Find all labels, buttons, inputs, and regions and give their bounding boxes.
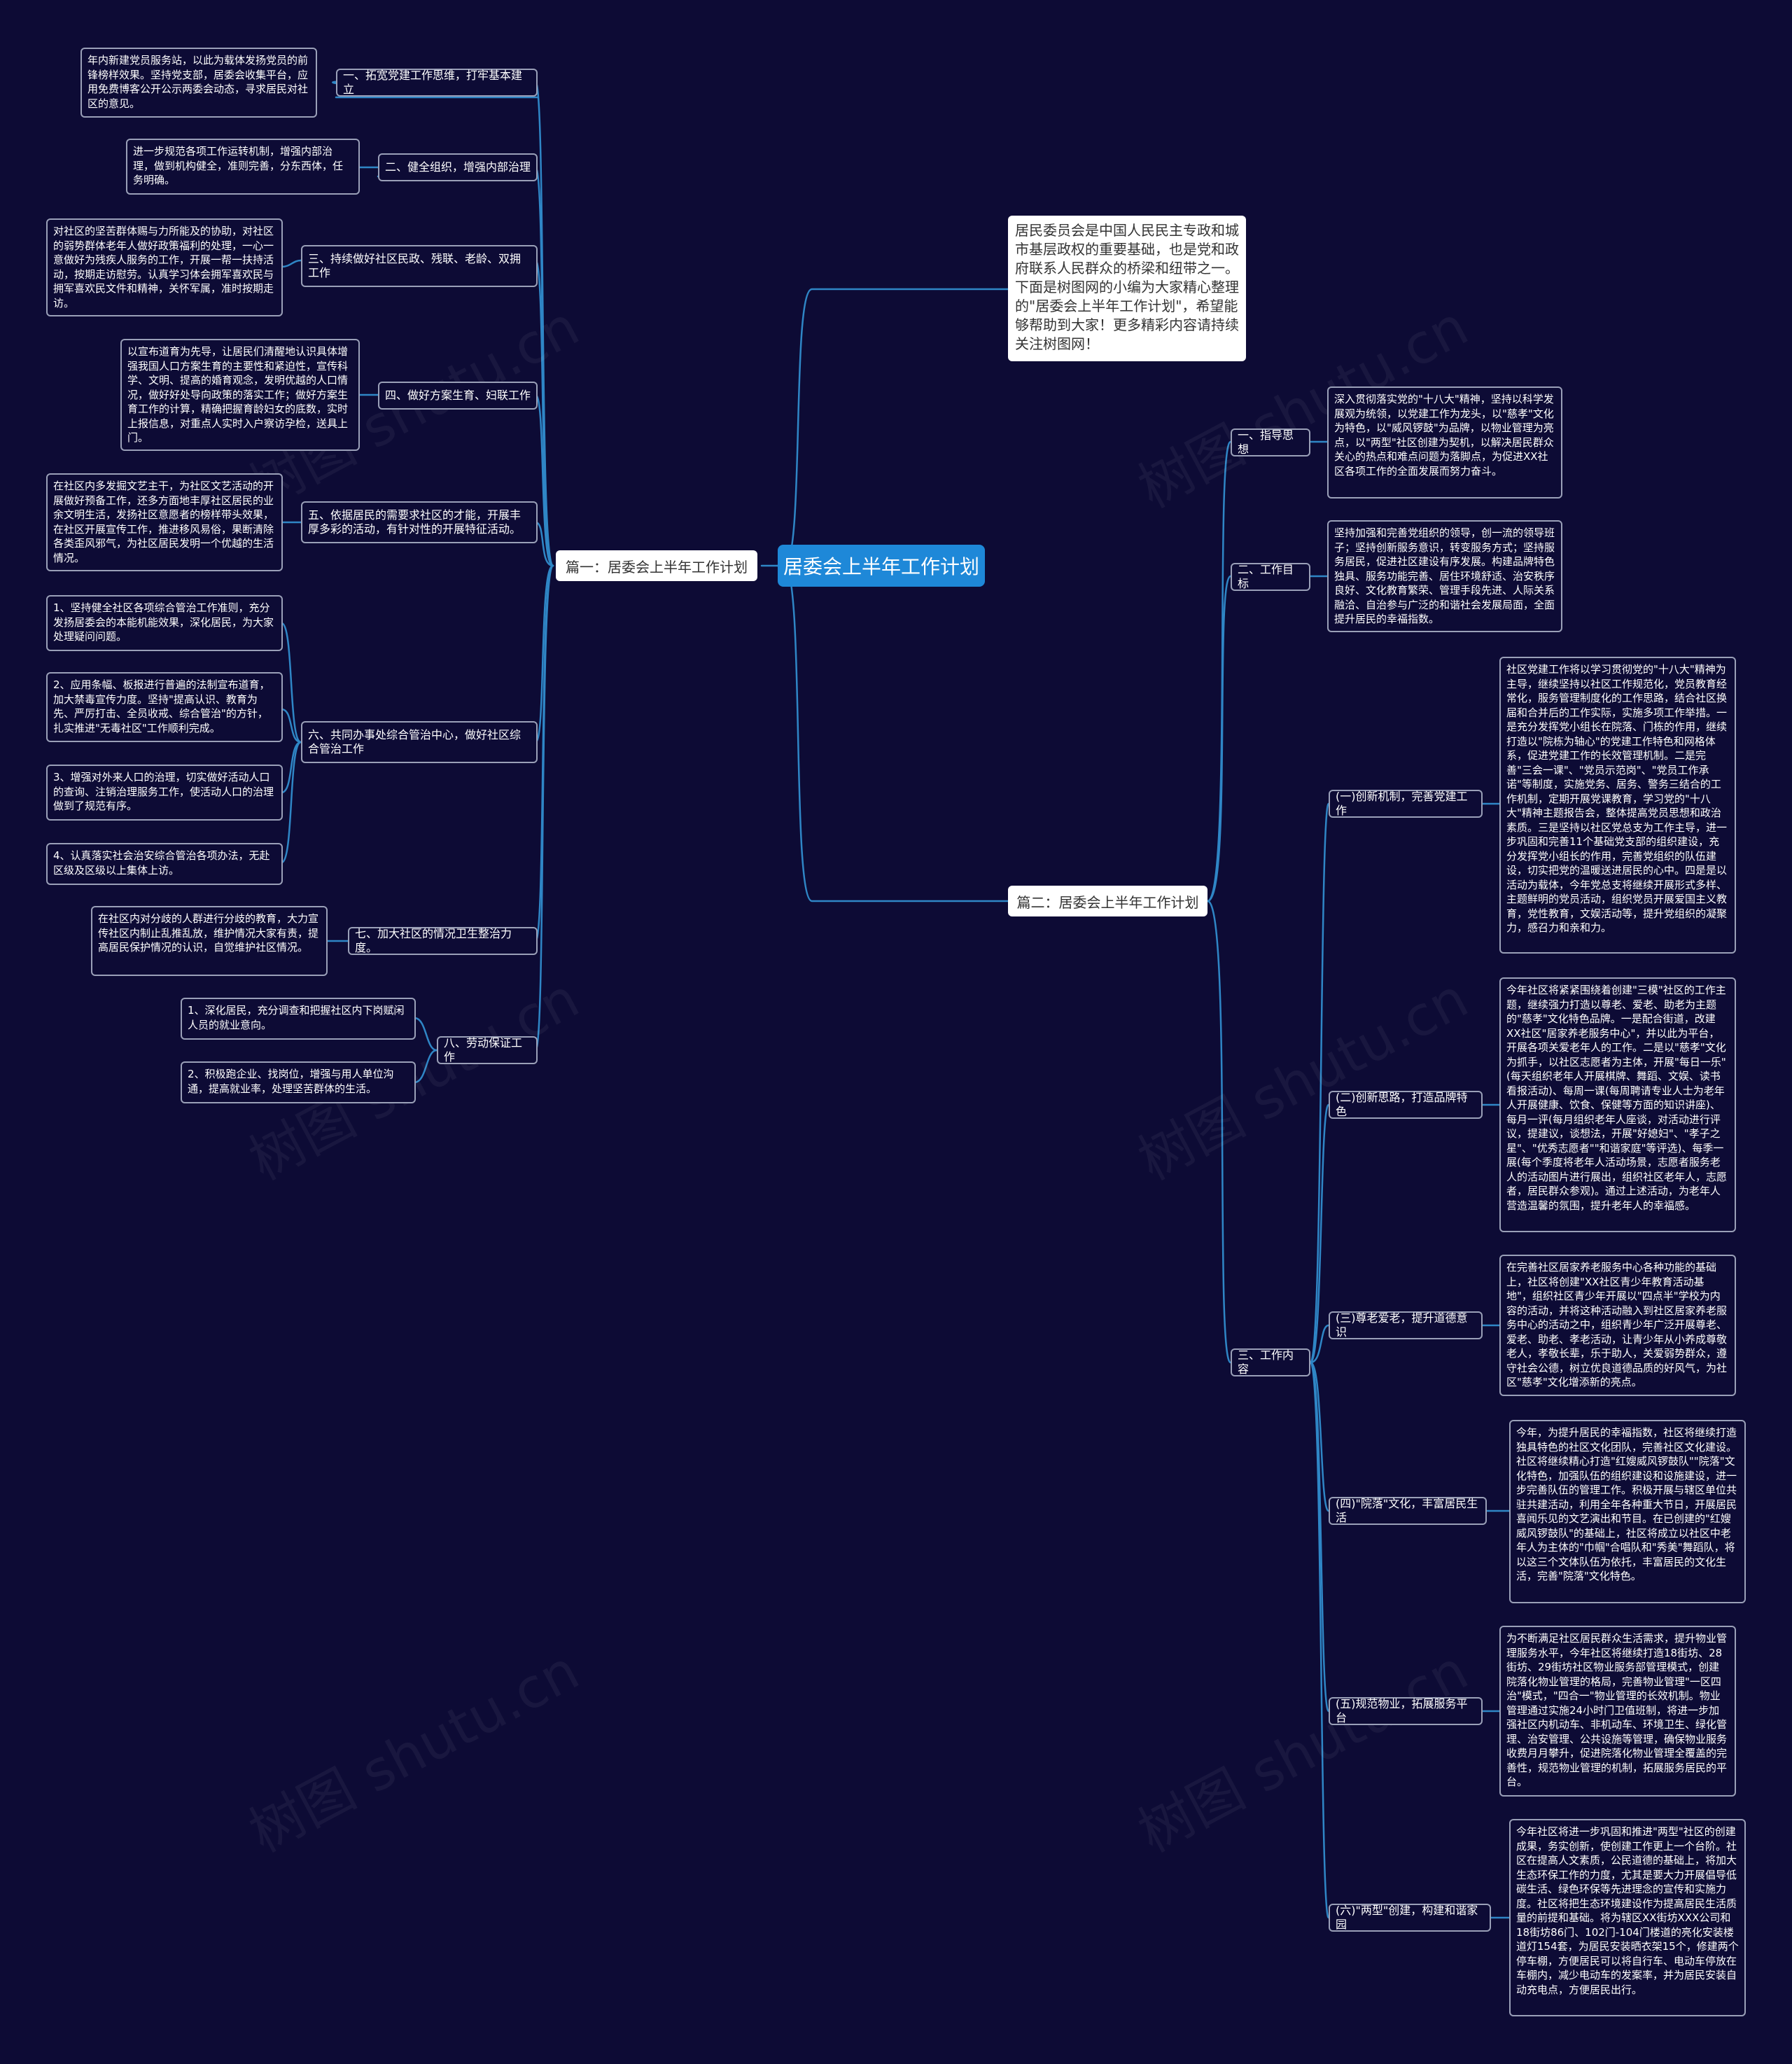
part1-topic-5[interactable]: 五、依据居民的需要求社区的才能，开展丰厚多彩的活动，有针对性的开展特征活动。 [301, 501, 538, 543]
part1-topic-4-detail: 以宣布道育为先导，让居民们清醒地认识具体增强我国人口方案生育的主要性和紧迫性，宣… [120, 339, 360, 451]
part1-topic-6-detail-3: 3、增强对外来人口的治理，切实做好活动人口的查询、注销治理服务工作，使活动人口的… [46, 765, 283, 821]
work-item-6-detail: 今年社区将进一步巩固和推进"两型"社区的创建成果，务实创新，使创建工作更上一个台… [1509, 1819, 1746, 2016]
part2-title[interactable]: 篇二：居委会上半年工作计划 [1008, 886, 1208, 916]
part1-topic-1-detail: 年内新建党员服务站，以此为载体发扬党员的前锋榜样效果。坚持党支部，居委会收集平台… [80, 48, 317, 118]
part1-topic-7-detail: 在社区内对分歧的人群进行分歧的教育，大力宣传社区内制止乱推乱放，维护情况大家有责… [91, 906, 328, 976]
work-item-3[interactable]: (三)尊老爱老，提升道德意识 [1329, 1311, 1483, 1339]
root-node[interactable]: 居委会上半年工作计划 [778, 545, 985, 587]
work-item-1-detail: 社区党建工作将以学习贯彻党的"十八大"精神为主导，继续坚持以社区工作规范化，党员… [1499, 657, 1736, 954]
work-item-4[interactable]: (四)"院落"文化，丰富居民生活 [1329, 1497, 1487, 1525]
work-item-5-detail: 为不断满足社区居民群众生活需求，提升物业管理服务水平，今年社区将继续打造18街坊… [1499, 1626, 1736, 1797]
work-item-5[interactable]: (五)规范物业，拓展服务平台 [1329, 1697, 1483, 1725]
part2-section-1-detail: 深入贯彻落实党的"十八大"精神，坚持以科学发展观为统领，以党建工作为龙头，以"慈… [1327, 386, 1562, 498]
part1-topic-6[interactable]: 六、共同办事处综合管治中心，做好社区综合管治工作 [301, 721, 538, 763]
work-item-3-detail: 在完善社区居家养老服务中心各种功能的基础上，社区将创建"XX社区青少年教育活动基… [1499, 1255, 1736, 1396]
part2-section-3[interactable]: 三、工作内容 [1231, 1348, 1310, 1376]
part1-topic-2[interactable]: 二、健全组织，增强内部治理 [378, 153, 538, 181]
part1-title[interactable]: 篇一：居委会上半年工作计划 [556, 550, 757, 581]
part1-topic-4[interactable]: 四、做好方案生育、妇联工作 [378, 382, 538, 410]
work-item-4-detail: 今年，为提升居民的幸福指数，社区将继续打造独具特色的社区文化团队，完善社区文化建… [1509, 1420, 1746, 1603]
work-item-1[interactable]: (一)创新机制，完善党建工作 [1329, 790, 1483, 818]
part1-topic-8-detail-2: 2、积极跑企业、找岗位，增强与用人单位沟通，提高就业率，处理坚苦群体的生活。 [181, 1061, 416, 1103]
part1-topic-3[interactable]: 三、持续做好社区民政、残联、老龄、双拥工作 [301, 245, 538, 287]
part1-topic-3-detail: 对社区的坚苦群体赐与力所能及的协助，对社区的弱势群体老年人做好政策福利的处理，一… [46, 218, 283, 316]
intro-node[interactable]: 居民委员会是中国人民民主专政和城市基层政权的重要基础，也是党和政府联系人民群众的… [1008, 216, 1246, 361]
part1-topic-6-detail-4: 4、认真落实社会治安综合管治各项办法，无赴区级及区级以上集体上访。 [46, 843, 283, 885]
part2-section-1[interactable]: 一、指导思想 [1231, 428, 1310, 456]
part1-topic-1[interactable]: 一、拓宽党建工作思维，打牢基本建立 [336, 69, 538, 97]
part1-topic-7[interactable]: 七、加大社区的情况卫生整治力度。 [348, 927, 538, 955]
part1-topic-8[interactable]: 八、劳动保证工作 [437, 1036, 538, 1064]
part1-topic-6-detail-2: 2、应用条幅、板报进行普遍的法制宣布道育，加大禁毒宣传力度。坚持"提高认识、教育… [46, 672, 283, 742]
part1-topic-5-detail: 在社区内多发掘文艺主干，为社区文艺活动的开展做好预备工作，还多方面地丰厚社区居民… [46, 473, 283, 571]
work-item-6[interactable]: (六)"两型"创建，构建和谐家园 [1329, 1904, 1491, 1932]
part1-topic-8-detail-1: 1、深化居民，充分调查和把握社区内下岗赋闲人员的就业意向。 [181, 998, 416, 1040]
part2-section-2-detail: 坚持加强和完善党组织的领导，创一流的领导班子；坚持创新服务意识，转变服务方式；坚… [1327, 520, 1562, 632]
part1-topic-2-detail: 进一步规范各项工作运转机制，增强内部治理，做到机构健全，准则完善，分东西体，任务… [126, 139, 360, 195]
part2-section-2[interactable]: 二、工作目标 [1231, 563, 1310, 591]
part1-topic-6-detail-1: 1、坚持健全社区各项综合管治工作准则，充分发扬居委会的本能机能效果，深化居民，为… [46, 595, 283, 651]
work-item-2-detail: 今年社区将紧紧围绕着创建"三模"社区的工作主题，继续强力打造以尊老、爱老、助老为… [1499, 977, 1736, 1232]
work-item-2[interactable]: (二)创新思路，打造品牌特色 [1329, 1091, 1483, 1119]
